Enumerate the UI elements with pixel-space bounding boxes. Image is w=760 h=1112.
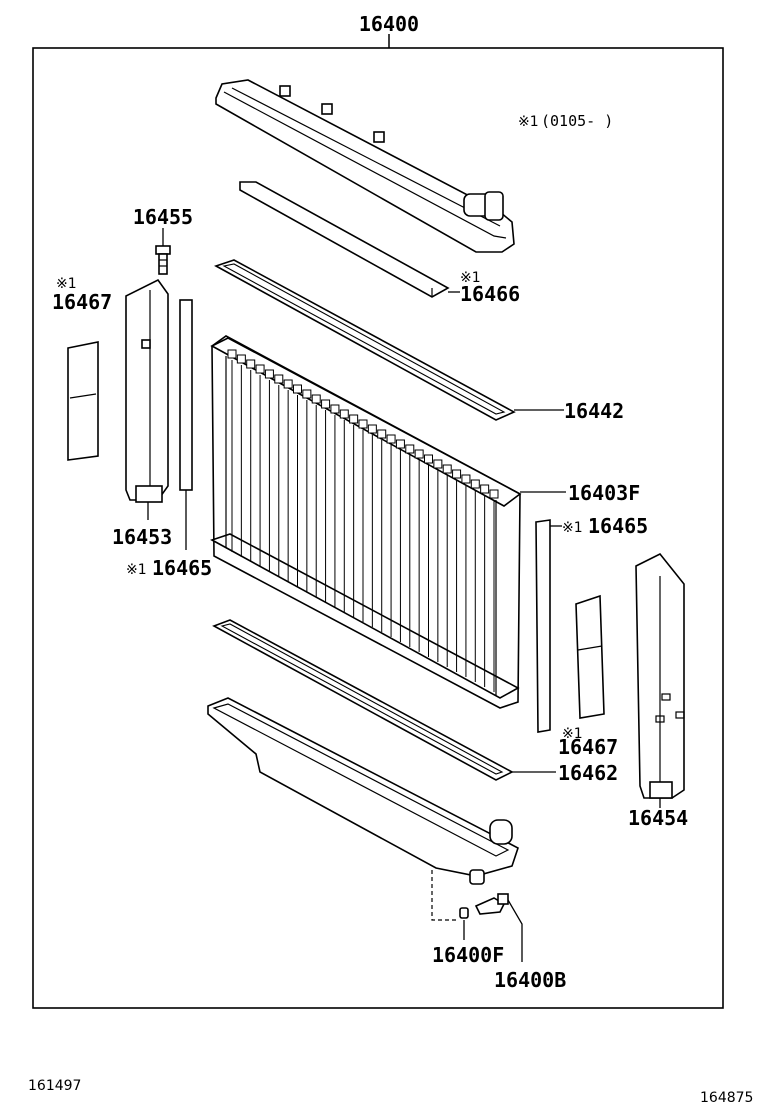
core-tab — [470, 479, 480, 489]
core-tab — [358, 419, 368, 429]
core-tab — [283, 379, 293, 389]
callout-16467-right-mark: ※1 — [562, 726, 583, 742]
note-marker: ※1 — [518, 114, 539, 130]
core-tab — [414, 449, 424, 459]
callout-16467-left-mark: ※1 — [56, 276, 77, 292]
callout-16465-left: 16465 — [152, 556, 212, 580]
callout-16467-left: 16467 — [52, 290, 112, 314]
core-tab — [321, 399, 331, 409]
core-tab — [255, 364, 265, 374]
assembly-frame — [32, 47, 724, 1009]
part-16465-left-strip — [179, 299, 193, 491]
part-16455-bolt — [155, 245, 171, 275]
core-tab — [405, 444, 415, 454]
callout-16465-right: 16465 — [588, 514, 648, 538]
core-tab — [339, 409, 349, 419]
core-tab — [349, 414, 359, 424]
callout-16467-right: 16467 — [558, 735, 618, 759]
core-tab — [311, 394, 321, 404]
drain-cock-16400B — [474, 893, 509, 915]
callout-16465-left-mark: ※1 — [126, 562, 147, 578]
callout-16453: 16453 — [112, 525, 172, 549]
core-tab — [302, 389, 312, 399]
note-text: (0105- ) — [541, 112, 613, 130]
core-tab — [480, 484, 490, 494]
footer-left-code: 161497 — [28, 1078, 81, 1094]
core-tab — [274, 374, 284, 384]
part-16403F-radiator-core — [210, 335, 522, 709]
callout-16455: 16455 — [133, 205, 193, 229]
upper-tank — [215, 79, 515, 253]
core-tab — [246, 359, 256, 369]
callout-16462: 16462 — [558, 761, 618, 785]
part-16454-right-bracket — [635, 552, 685, 799]
part-16467-left-seal — [67, 341, 99, 461]
callout-16466-mark: ※1 — [460, 270, 481, 286]
core-tab — [293, 384, 302, 394]
core-tab — [236, 354, 246, 364]
core-tab — [227, 349, 237, 359]
callout-16442: 16442 — [564, 399, 624, 423]
drain-plug-16400F — [459, 907, 469, 919]
part-16442-upper-gasket — [214, 259, 516, 421]
callout-16465-right-mark: ※1 — [562, 520, 583, 536]
assembly-part-number: 16400 — [359, 12, 419, 36]
footer-right-code: 164875 — [700, 1090, 753, 1106]
core-tab — [442, 464, 452, 474]
core-tab — [461, 474, 471, 484]
callout-16454: 16454 — [628, 806, 688, 830]
core-tab — [386, 434, 396, 444]
core-tab — [377, 429, 387, 439]
part-16453-left-bracket — [125, 278, 169, 503]
callout-16466: 16466 — [460, 282, 520, 306]
lower-tank — [207, 697, 519, 885]
core-tab — [367, 424, 377, 434]
core-tab — [489, 489, 499, 499]
core-tab — [433, 459, 443, 469]
callout-16400B: 16400B — [494, 968, 566, 992]
core-tab — [452, 469, 462, 479]
callout-16400F: 16400F — [432, 943, 504, 967]
core-tab — [330, 404, 340, 414]
part-16467-right-seal — [575, 594, 605, 719]
core-tab — [424, 454, 433, 464]
core-tab — [395, 439, 405, 449]
part-16466-strip — [239, 181, 450, 298]
part-16465-right-strip — [535, 519, 551, 733]
core-tab — [264, 369, 274, 379]
callout-16403F: 16403F — [568, 481, 640, 505]
